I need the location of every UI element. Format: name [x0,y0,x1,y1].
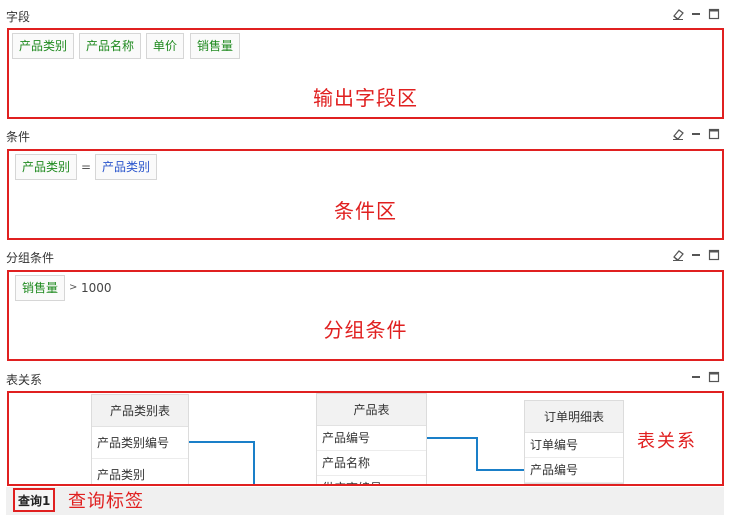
field-tag-category[interactable]: 产品类别 [12,33,75,59]
table-card-title[interactable]: 产品表 [317,394,426,426]
group-conditions-title: 分组条件 [6,251,55,265]
relation-lines [189,437,525,484]
conditions-zone-label: 条件区 [334,199,397,223]
fields-title: 字段 [6,10,31,24]
eraser-icon[interactable] [672,249,684,261]
table-card-field[interactable]: 产品编号 [317,426,426,451]
minimize-icon[interactable] [690,128,702,140]
relation-line-product [427,437,525,471]
group-conditions-zone-label: 分组条件 [323,318,408,342]
output-fields-zone-label: 输出字段区 [313,86,418,110]
group-condition-field[interactable]: 销售量 [15,275,66,301]
eraser-icon[interactable] [672,8,684,20]
field-tag-unit-price[interactable]: 单价 [146,33,185,59]
table-card-field[interactable]: 供应商编号 [317,476,426,484]
table-card-field[interactable]: 产品名称 [317,451,426,476]
query-tab-bar: 查询1 查询标签 [6,487,724,515]
group-conditions-header: 分组条件 [6,245,724,265]
relations-zone-label: 表关系 [637,431,697,452]
table-card-field[interactable]: 产品编号 [525,458,623,483]
table-card-field[interactable]: 产品类别 [92,459,188,484]
relations-title: 表关系 [6,373,43,387]
table-card-product[interactable]: 产品表 产品编号 产品名称 供应商编号 [316,393,427,484]
table-card-field[interactable]: 产品类别编号 [92,427,188,459]
query-tab[interactable]: 查询1 [13,488,56,512]
conditions-title: 条件 [6,130,31,144]
eraser-icon[interactable] [672,128,684,140]
relations-header: 表关系 [6,367,724,387]
relations-tools [690,371,720,383]
relation-line-category [189,441,255,484]
maximize-icon[interactable] [708,128,720,140]
table-card-field[interactable]: 订单编号 [525,433,623,458]
table-card-title[interactable]: 订单明细表 [525,401,623,433]
group-condition-value[interactable]: 1000 [81,281,112,295]
maximize-icon[interactable] [708,8,720,20]
table-card-order-detail[interactable]: 订单明细表 订单编号 产品编号 [524,400,624,484]
table-card-category[interactable]: 产品类别表 产品类别编号 产品类别 [91,394,189,484]
maximize-icon[interactable] [708,249,720,261]
group-conditions-panel[interactable]: 销售量 > 1000 分组条件 [7,270,724,361]
fields-header: 字段 [6,4,724,24]
condition-operator[interactable]: = [81,160,92,174]
table-card-title[interactable]: 产品类别表 [92,395,188,427]
minimize-icon[interactable] [690,371,702,383]
relations-panel[interactable]: 产品类别表 产品类别编号 产品类别 产品表 产品编号 产品名称 供应商编号 订单… [7,391,724,486]
conditions-header: 条件 [6,124,724,144]
output-fields-panel[interactable]: 产品类别 产品名称 单价 销售量 输出字段区 [7,28,724,119]
fields-tools [672,8,720,20]
conditions-tools [672,128,720,140]
minimize-icon[interactable] [690,8,702,20]
condition-left-field[interactable]: 产品类别 [15,154,78,180]
maximize-icon[interactable] [708,371,720,383]
group-condition-operator[interactable]: > [69,282,78,293]
field-tag-sales-volume[interactable]: 销售量 [190,33,241,59]
group-conditions-tools [672,249,720,261]
condition-right-field[interactable]: 产品类别 [95,154,158,180]
conditions-panel[interactable]: 产品类别 = 产品类别 条件区 [7,149,724,240]
query-tab-note: 查询标签 [68,491,144,512]
minimize-icon[interactable] [690,249,702,261]
field-tag-product-name[interactable]: 产品名称 [79,33,142,59]
